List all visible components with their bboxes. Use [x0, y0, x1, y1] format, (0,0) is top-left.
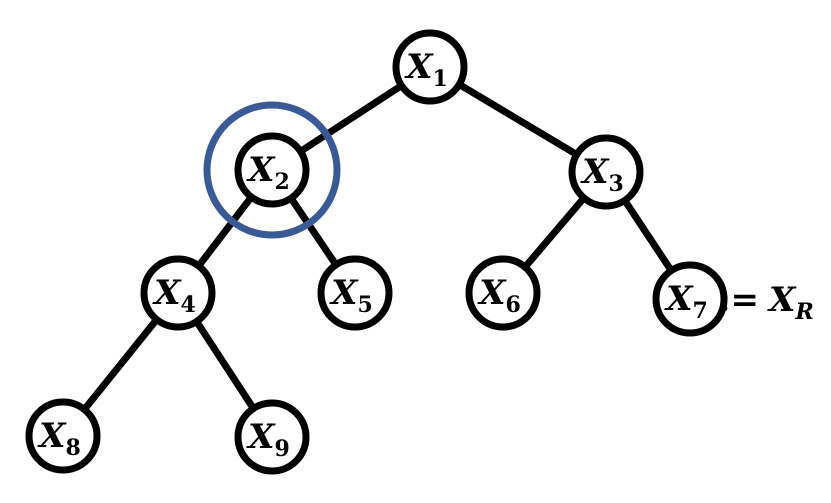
- node-circle: [234, 132, 310, 208]
- node-label: X7: [664, 279, 708, 324]
- tree-node-x1: X1: [392, 29, 468, 105]
- node-label-base: X: [152, 273, 182, 313]
- node-label-subscript: 5: [358, 292, 373, 318]
- assign-symbol: :=: [718, 280, 759, 320]
- tree-node-x2: X2: [234, 132, 310, 208]
- node-circle: [568, 134, 644, 210]
- node-label-base: X: [477, 273, 507, 313]
- node-label-base: X: [664, 279, 694, 319]
- node-circle: [234, 399, 310, 475]
- tree-node-x9: X9: [234, 399, 310, 475]
- tree-node-x8: X8: [25, 398, 101, 474]
- node-label-base: X: [329, 273, 359, 313]
- tree-node-x4: X4: [140, 255, 216, 331]
- edges-layer: [59, 63, 694, 441]
- node-label-base: X: [246, 150, 276, 190]
- node-circle: [25, 398, 101, 474]
- tree-node-x5: X5: [317, 255, 393, 331]
- node-label-base: X: [37, 416, 67, 456]
- node-label-base: X: [580, 152, 610, 192]
- node-label-subscript: 2: [275, 169, 290, 195]
- node-circle: [652, 261, 728, 337]
- tree-node-x7: X7: [652, 261, 728, 337]
- node-label-subscript: 4: [181, 292, 196, 318]
- node-label: X1: [404, 47, 448, 92]
- tree-node-x3: X3: [568, 134, 644, 210]
- node-circle: [140, 255, 216, 331]
- node-label: X9: [246, 417, 290, 462]
- annotation-base: X: [767, 280, 797, 320]
- overlay-layer: :=XR: [203, 101, 814, 325]
- node-label-subscript: 9: [275, 436, 290, 462]
- node-label-subscript: 1: [433, 66, 448, 92]
- node-circle: [317, 255, 393, 331]
- node-label: X3: [580, 152, 624, 197]
- node-label: X5: [329, 273, 373, 318]
- node-label-subscript: 6: [506, 292, 521, 318]
- node-label-subscript: 7: [693, 298, 708, 324]
- node-label: X8: [37, 416, 81, 461]
- tree-node-x6: X6: [465, 255, 541, 331]
- highlight-ring: [203, 101, 341, 239]
- node-circle: [392, 29, 468, 105]
- node-label: X4: [152, 273, 196, 318]
- node-label: X2: [246, 150, 290, 195]
- annotation-subscript: R: [794, 299, 813, 325]
- assignment-annotation: :=XR: [718, 280, 814, 325]
- node-label-subscript: 3: [609, 171, 624, 197]
- node-circle: [465, 255, 541, 331]
- node-label-base: X: [246, 417, 276, 457]
- node-label-subscript: 8: [66, 435, 81, 461]
- node-label-base: X: [404, 47, 434, 87]
- node-label: X6: [477, 273, 521, 318]
